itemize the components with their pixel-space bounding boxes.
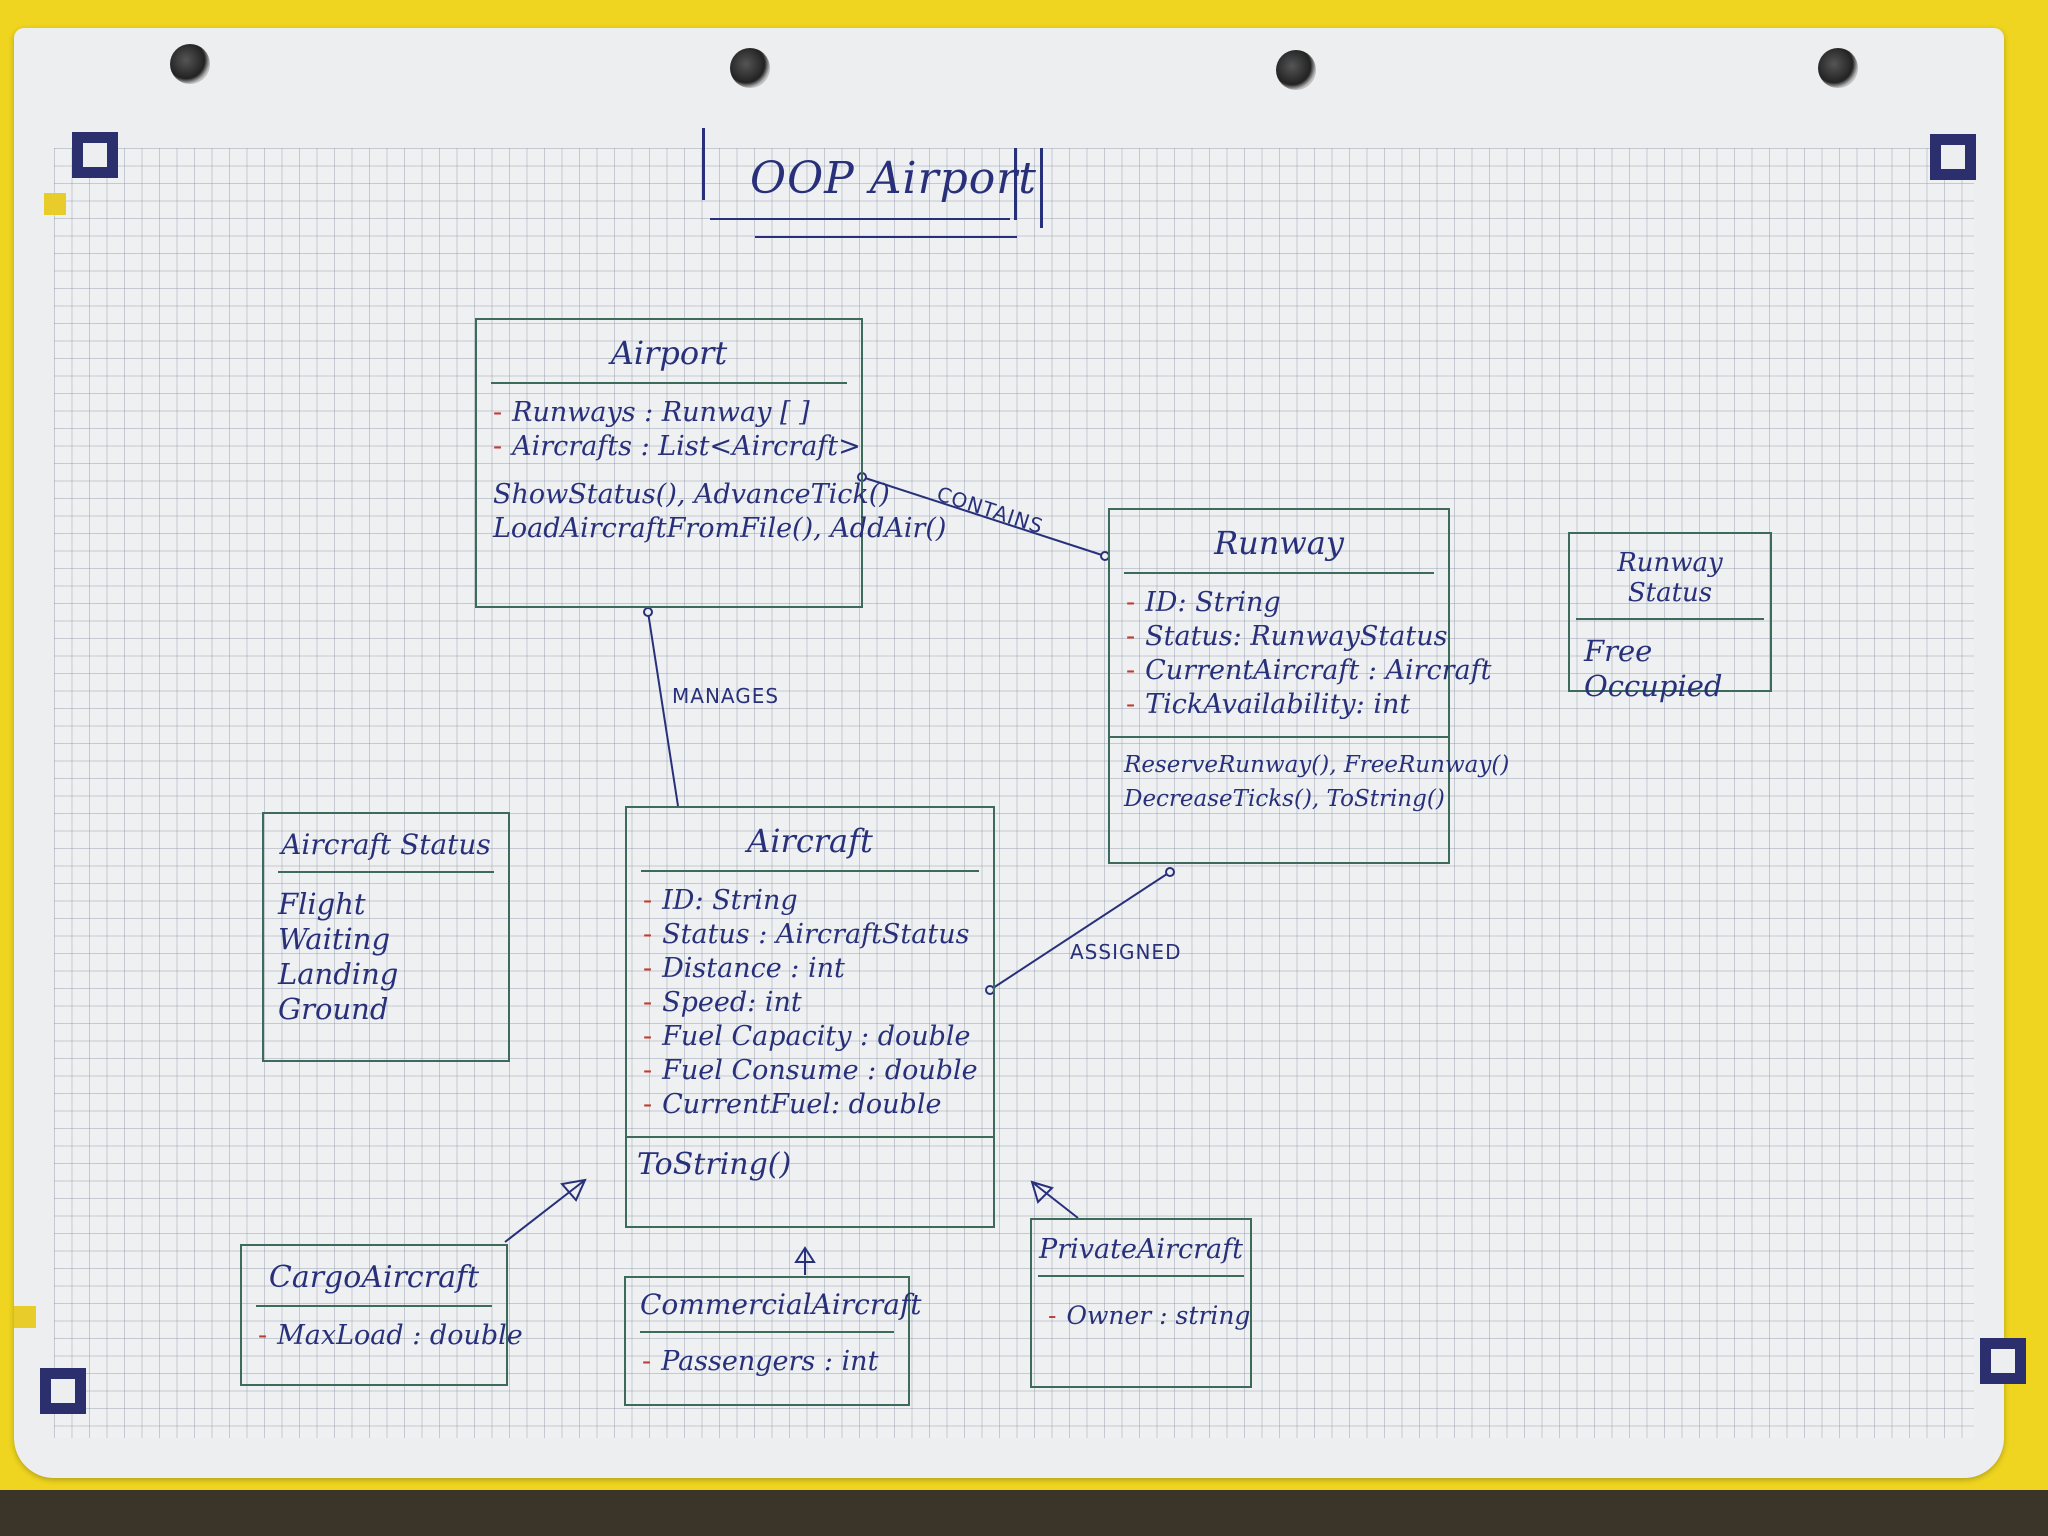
class-commercial-aircraft: CommercialAircraft -Passengers : int [624, 1276, 922, 1406]
punch-hole [1818, 48, 1858, 88]
attribute: -CurrentAircraft : Aircraft [1126, 655, 1492, 686]
attribute: -Fuel Consume : double [643, 1055, 978, 1086]
class-name: Runway [1124, 510, 1434, 574]
assigned-label: ASSIGNED [1070, 940, 1182, 964]
punch-hole [170, 44, 210, 84]
attribute: -Distance : int [643, 953, 845, 984]
diagram-title: OOP Airport [750, 153, 1037, 204]
class-cargo-aircraft: CargoAircraft -MaxLoad : double [240, 1244, 523, 1386]
method: LoadAircraftFromFile(), AddAir() [493, 513, 947, 544]
attribute: -Status : AircraftStatus [643, 919, 970, 950]
inheritance-arrow-icon [1030, 1180, 1054, 1204]
corner-dot [14, 1306, 36, 1328]
enum-runway-status: Runway Status Free Occupied [1568, 532, 1772, 703]
inheritance-arrow-icon [794, 1246, 816, 1263]
enum-value: Free [1584, 634, 1653, 668]
attribute: -MaxLoad : double [258, 1320, 523, 1351]
enum-value: Waiting [278, 922, 391, 956]
enum-name: Runway Status [1576, 534, 1764, 620]
enum-value: Landing [278, 957, 399, 991]
class-name: Airport [491, 320, 847, 384]
class-name: CommercialAircraft [640, 1278, 922, 1333]
corner-mark-icon [72, 132, 118, 178]
attribute: -TickAvailability: int [1126, 689, 1411, 720]
attribute: -CurrentFuel: double [643, 1089, 942, 1120]
class-airport: Airport -Runways : Runway [ ] -Aircrafts… [475, 318, 947, 608]
grid-paper-sheet [14, 28, 2026, 1478]
grid-area [54, 148, 1974, 1438]
class-runway: Runway -ID: String -Status: RunwayStatus… [1108, 508, 1510, 864]
manages-label: MANAGES [672, 684, 780, 708]
method: ShowStatus(), AdvanceTick() [493, 479, 890, 510]
manages-line [647, 611, 679, 807]
assigned-line [989, 871, 1171, 991]
enum-value: Ground [278, 992, 389, 1026]
attribute: -Fuel Capacity : double [643, 1021, 971, 1052]
class-name: CargoAircraft [256, 1246, 492, 1307]
corner-mark-icon [1980, 1338, 2026, 1384]
attribute: -ID: String [1126, 587, 1281, 618]
enum-value: Flight [278, 887, 366, 921]
class-name: PrivateAircraft [1038, 1220, 1244, 1277]
cargo-inheritance-line [504, 1179, 586, 1243]
enum-value: Occupied [1584, 669, 1723, 703]
attribute: -ID: String [643, 885, 798, 916]
class-aircraft: Aircraft -ID: String -Status : AircraftS… [625, 806, 995, 1228]
attribute: -Speed: int [643, 987, 802, 1018]
corner-mark-icon [1930, 134, 1976, 180]
diagram-title-box: OOP Airport [700, 128, 1045, 238]
private-inheritance-line [1031, 1181, 1079, 1219]
method: DecreaseTicks(), ToString() [1124, 786, 1445, 812]
punch-hole [730, 48, 770, 88]
attribute: -Owner : string [1048, 1301, 1251, 1330]
class-private-aircraft: PrivateAircraft -Owner : string [1030, 1218, 1252, 1388]
punch-hole [1276, 50, 1316, 90]
corner-mark-icon [40, 1368, 86, 1414]
inheritance-arrow-icon [560, 1178, 587, 1202]
attribute: -Status: RunwayStatus [1126, 621, 1448, 652]
attribute: -Aircrafts : List<Aircraft> [493, 431, 861, 462]
contains-line [861, 476, 1106, 557]
class-name: Aircraft [641, 808, 979, 872]
attribute: -Passengers : int [642, 1346, 879, 1377]
enum-aircraft-status: Aircraft Status Flight Waiting Landing G… [262, 812, 510, 1062]
method: ToString() [637, 1147, 792, 1182]
enum-name: Aircraft Status [278, 814, 494, 873]
corner-dot [44, 193, 66, 215]
method: ReserveRunway(), FreeRunway() [1124, 752, 1510, 778]
attribute: -Runways : Runway [ ] [493, 397, 810, 428]
desk-shadow [0, 1490, 2048, 1536]
